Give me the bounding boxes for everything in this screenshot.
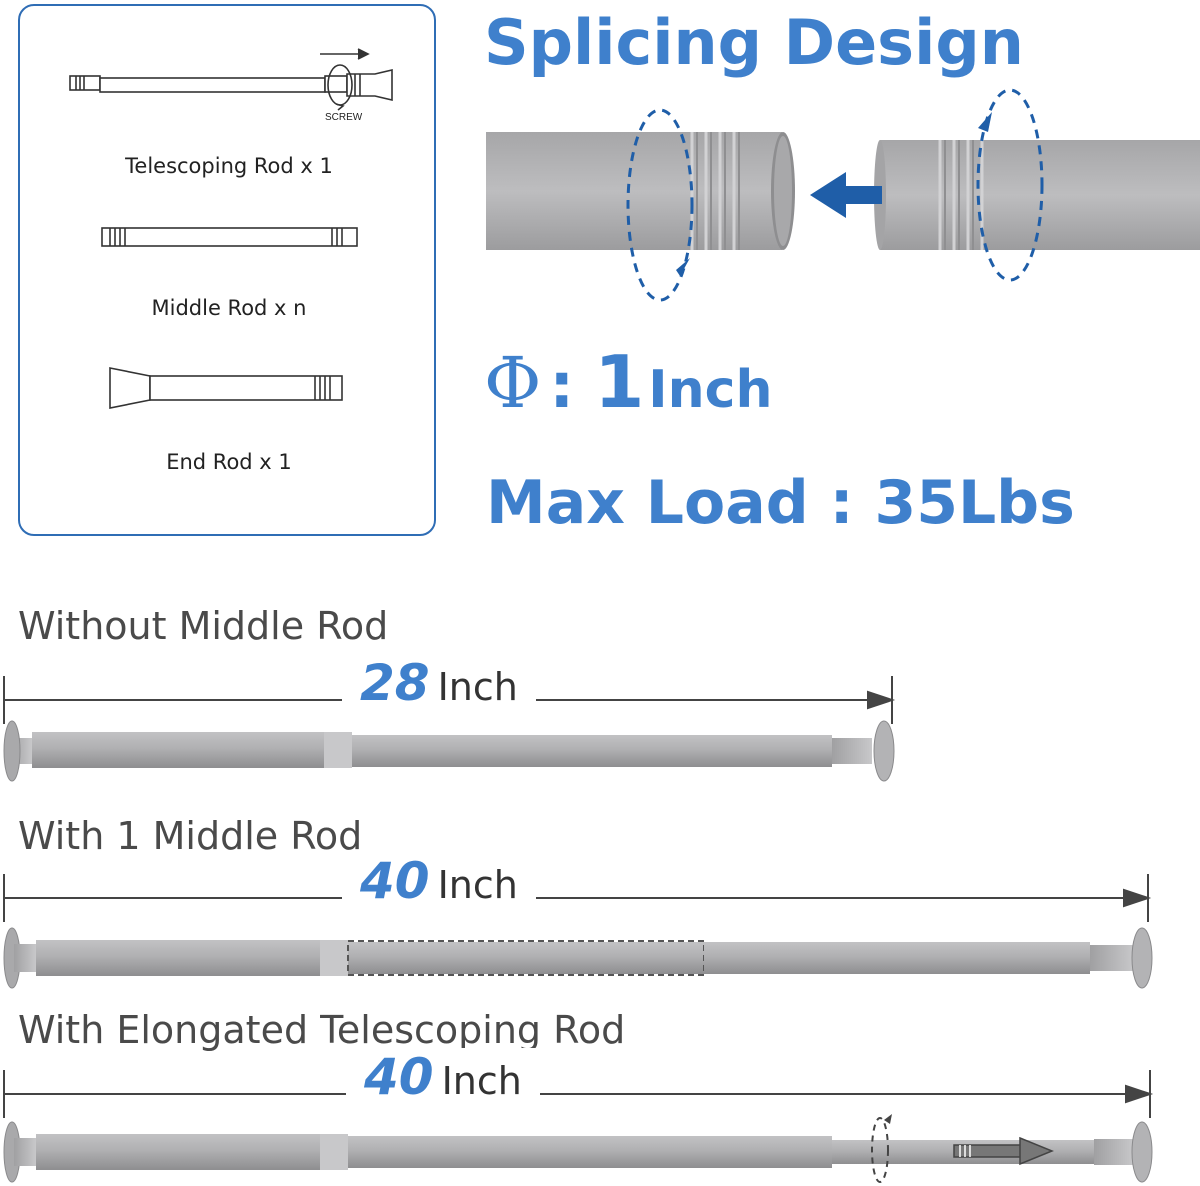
length-unit: Inch — [437, 665, 518, 709]
rod-28-inch — [3, 720, 895, 782]
parts-list-panel: SCREW Telescoping Rod x 1 Middle Rod x n… — [18, 4, 436, 536]
dimension-line-40-middle — [3, 874, 1152, 922]
screw-label: SCREW — [325, 112, 363, 123]
dimension-line-40-elongated — [3, 1070, 1154, 1118]
telescoping-rod-label: Telescoping Rod x 1 — [125, 154, 333, 178]
splicing-design-title: Splicing Design — [484, 6, 1024, 79]
middle-rod-label: Middle Rod x n — [151, 296, 307, 320]
length-value: 28 — [360, 654, 430, 712]
splicing-illustration — [486, 88, 1200, 302]
length-value: 40 — [360, 852, 430, 910]
diameter-value: 1 — [594, 340, 645, 424]
rod-40-inch-elongated — [3, 1114, 1153, 1183]
config-title-one-middle: With 1 Middle Rod — [18, 814, 363, 858]
diameter-unit: Inch — [648, 360, 773, 420]
diameter-spec: Φ:1Inch — [484, 340, 773, 424]
config-title-without-middle: Without Middle Rod — [18, 604, 389, 648]
config-title-elongated: With Elongated Telescoping Rod — [18, 1008, 626, 1052]
diameter-symbol: Φ — [484, 342, 542, 424]
length-unit: Inch — [441, 1059, 522, 1103]
middle-rod-drawing — [101, 227, 358, 247]
max-load-spec: Max Load : 35Lbs — [486, 468, 1075, 538]
length-value: 40 — [364, 1048, 434, 1106]
length-unit: Inch — [437, 863, 518, 907]
end-rod-drawing — [109, 367, 343, 409]
end-rod-label: End Rod x 1 — [166, 450, 292, 474]
diameter-separator: : — [549, 349, 575, 422]
rod-40-inch-middle — [3, 927, 1153, 989]
telescoping-rod-drawing — [69, 48, 393, 111]
